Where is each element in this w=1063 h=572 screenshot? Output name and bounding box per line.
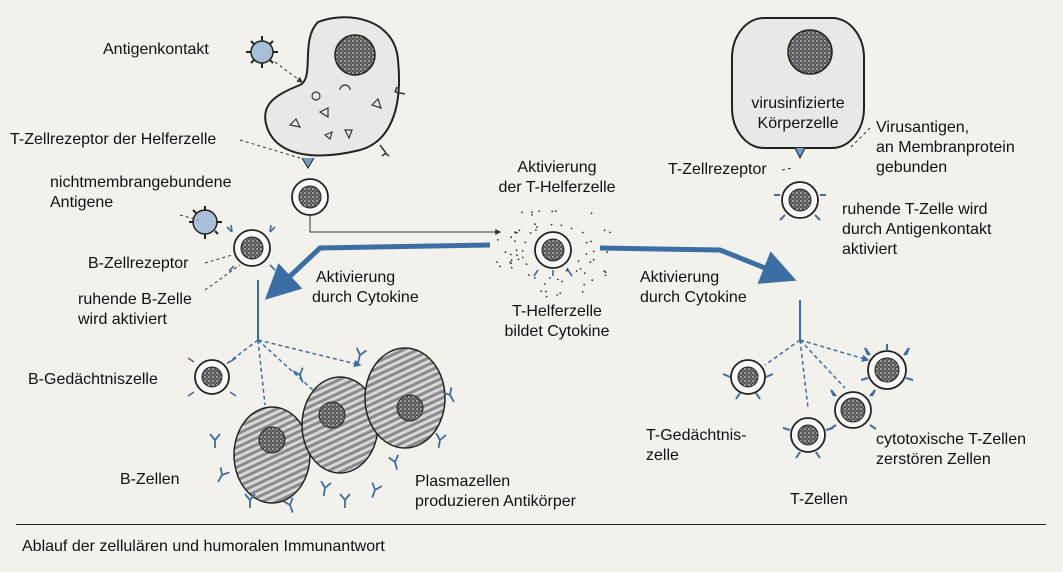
cytokine-arrow-left: [264, 242, 491, 300]
cytotoxic-t-cell-2: [860, 344, 914, 390]
antigen-contact-arrow: [274, 61, 303, 83]
label-nichtmembran-1: nichtmembrangebundene: [50, 174, 232, 191]
label-antigenkontakt: Antigenkontakt: [103, 41, 209, 58]
label-thelfer-cyto-2: bildet Cytokine: [504, 323, 610, 340]
label-virusantigen-2: an Membranprotein: [876, 139, 1015, 156]
label-akt-cyto-left-2: durch Cytokine: [312, 289, 419, 306]
cytotoxic-t-cell: [829, 389, 877, 430]
leader-tzellrezeptor: [239, 139, 301, 159]
label-thelfer-cyto-1: T-Helferzelle: [512, 303, 602, 320]
cytokine-arrow-right: [599, 245, 797, 284]
antigen-particle: [246, 36, 278, 68]
b-memory-cell: [187, 357, 237, 397]
label-b-zellen: B-Zellen: [120, 471, 180, 488]
label-ruhende-t-2: durch Antigenkontakt: [842, 221, 992, 238]
figure-caption: Ablauf der zellulären und humoralen Immu…: [22, 538, 385, 555]
label-virusantigen-1: Virusantigen,: [876, 119, 970, 136]
label-virusinf-2: Körperzelle: [757, 115, 839, 132]
label-plasma-2: produzieren Antikörper: [415, 493, 576, 510]
label-akt-cyto-right-2: durch Cytokine: [640, 289, 747, 306]
label-akt-cyto-right-1: Aktivierung: [640, 269, 720, 286]
t-effector-cell: [782, 417, 834, 459]
antibodies: [209, 347, 455, 513]
t-memory-cell: [722, 359, 774, 400]
label-nichtmembran-2: Antigene: [50, 194, 114, 211]
label-virusantigen-3: gebunden: [876, 159, 948, 176]
free-antigen: [189, 206, 222, 239]
t-branch-arrows: [764, 339, 868, 409]
t-helper-cell: [291, 157, 329, 216]
label-t-zellen: T-Zellen: [790, 491, 848, 508]
label-virusinf-1: virusinfizierte: [751, 95, 845, 112]
label-tzellrezeptor: T-Zellrezeptor: [668, 161, 767, 178]
label-akt-helfer-2: der T-Helferzelle: [498, 179, 616, 196]
resting-b-cell: [226, 224, 276, 272]
label-t-gedaechtnis-2: zelle: [646, 447, 679, 464]
label-plasma-1: Plasmazellen: [415, 473, 511, 490]
label-cytotox-2: zerstören Zellen: [876, 451, 991, 468]
label-b-gedaechtnis: B-Gedächtniszelle: [28, 371, 158, 388]
plasma-cells: [233, 347, 446, 504]
label-ruhende-t-3: aktiviert: [842, 241, 898, 258]
caption-rule: [16, 524, 1046, 525]
label-ruhende-b-1: ruhende B-Zelle: [78, 291, 192, 308]
label-tzellrezeptor-helfer: T-Zellrezeptor der Helferzelle: [10, 131, 217, 148]
virus-infected-cell: [731, 17, 865, 160]
label-cytotox-1: cytotoxische T-Zellen: [876, 431, 1026, 448]
label-akt-helfer-1: Aktivierung: [517, 159, 597, 176]
label-ruhende-t-1: ruhende T-Zelle wird: [842, 201, 988, 218]
antigen-presenting-cell: [264, 16, 406, 157]
activated-t-helper-cell: [496, 210, 611, 298]
label-t-gedaechtnis-1: T-Gedächtnis-: [646, 427, 747, 444]
label-ruhende-b-2: wird aktiviert: [78, 311, 167, 328]
resting-t-cell: [774, 181, 826, 221]
label-akt-cyto-left-1: Aktivierung: [316, 269, 396, 286]
label-bzellrezeptor: B-Zellrezeptor: [88, 255, 189, 272]
helper-to-activation-line: [309, 215, 502, 235]
